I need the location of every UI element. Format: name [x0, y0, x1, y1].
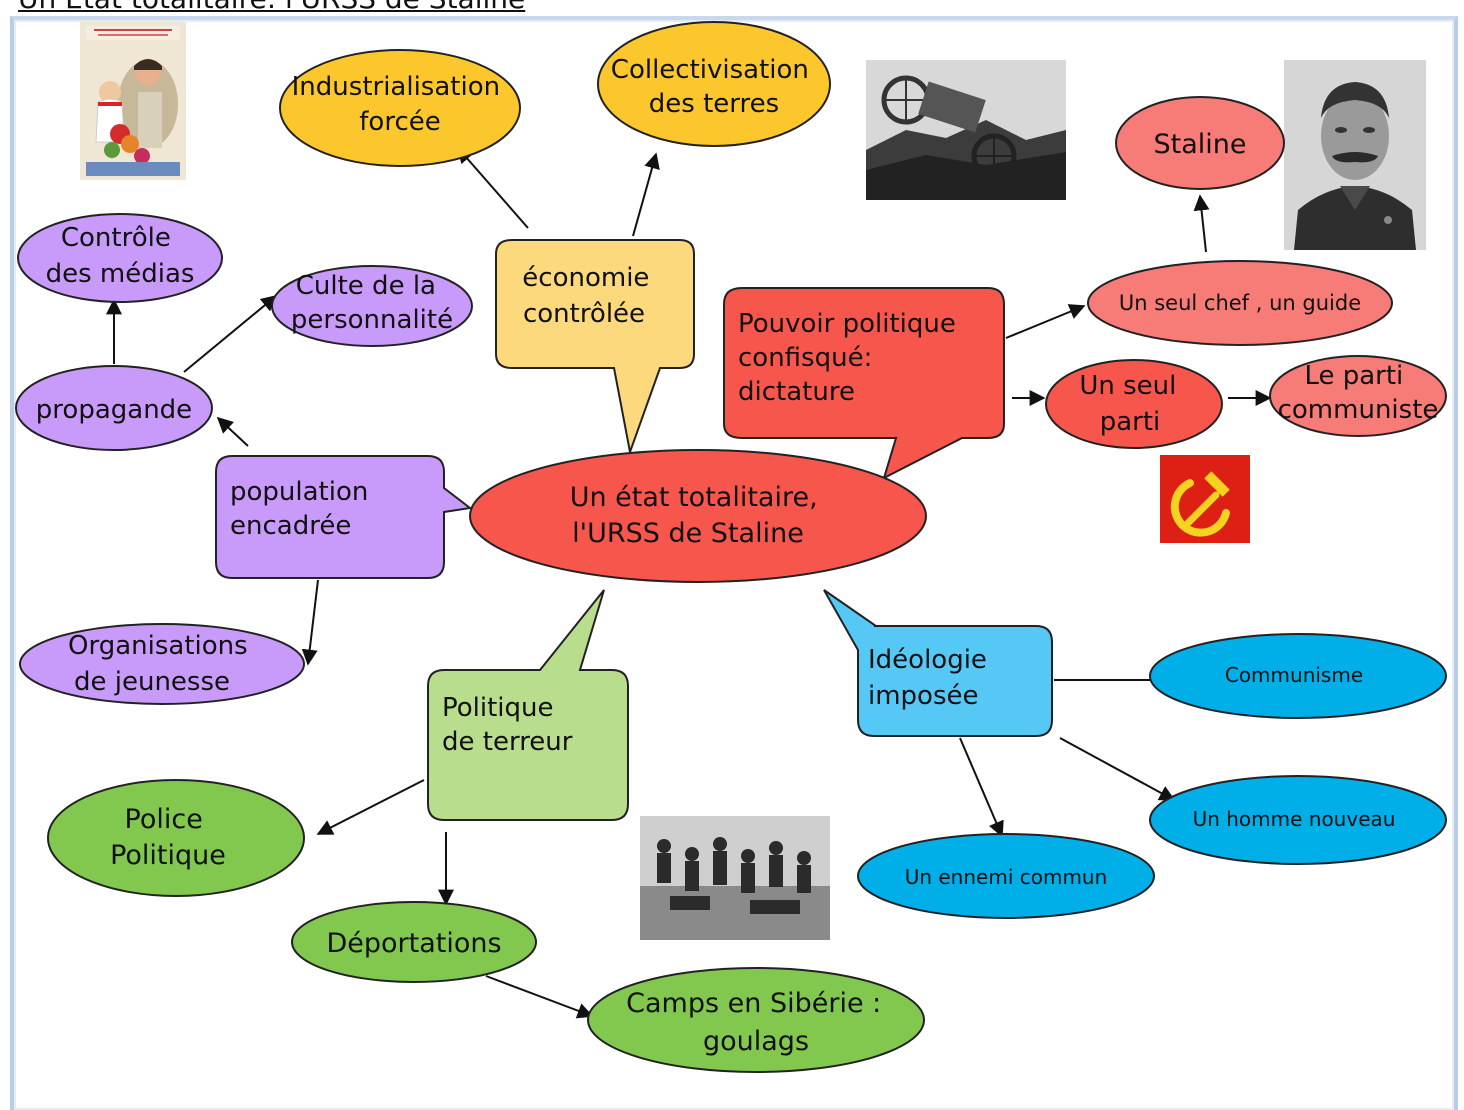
deportations-label: Déportations	[326, 928, 501, 959]
chef-label: Un seul chef , un guide	[1119, 291, 1361, 315]
terreur-hub-line1: Politique	[442, 693, 554, 723]
camps-line2: goulags	[703, 1026, 809, 1057]
callout-terreur	[427, 589, 629, 821]
svg-text:Organisations de jeunesse: Organisations de jeunesse	[68, 631, 256, 697]
svg-text:Camps en Sibérie : goulags: Camps en Sibérie : goulags	[626, 988, 890, 1057]
homme-label: Un homme nouveau	[1193, 807, 1396, 831]
callout-population	[215, 455, 473, 579]
culte-line1: Culte de la	[296, 271, 436, 301]
politics-hub-line1: Pouvoir politique	[738, 309, 956, 339]
population-hub-line2: encadrée	[230, 511, 351, 541]
propagande-label: propagande	[36, 395, 192, 425]
arrow-chef-staline	[1193, 194, 1210, 253]
industrialisation-line1: Industrialisation	[292, 72, 500, 102]
ideologie-hub-line2: imposée	[868, 681, 979, 711]
header-fragment-strip: Un État totalitaire: l'URSS de Staline	[0, 0, 1464, 14]
arrow-politics-chef	[1005, 304, 1086, 339]
industrialisation-line2: forcée	[359, 107, 440, 137]
politics-hub-line2: confisqué:	[738, 343, 872, 373]
svg-text:Le parti communiste: Le parti communiste	[1278, 361, 1439, 425]
center-line1: Un état totalitaire,	[570, 482, 818, 513]
collectivisation-line2: des terres	[649, 89, 779, 119]
svg-text:Police Politique: Police Politique	[110, 804, 226, 871]
svg-text:Idéologie imposée: Idéologie imposée	[868, 645, 995, 711]
node-staline	[1115, 96, 1285, 190]
parti-line1: Un seul	[1079, 371, 1176, 401]
node-industrialisation	[279, 49, 521, 167]
parti-line2: parti	[1100, 407, 1161, 437]
node-camps	[587, 967, 925, 1073]
politics-hub-line3: dictature	[738, 377, 855, 407]
node-center	[469, 449, 927, 583]
svg-text:Pouvoir politique confisqu: Pouvoir politique confisqué: dictature	[738, 309, 964, 407]
node-collectivisation	[597, 21, 831, 147]
arrow-economy-industrialisation	[456, 146, 529, 229]
node-homme	[1149, 775, 1447, 865]
communiste-line2: communiste	[1278, 395, 1439, 425]
callout-politics	[723, 287, 1005, 480]
police-line2: Politique	[110, 840, 226, 871]
tractor-photo	[866, 60, 1066, 200]
medias-line1: Contrôle	[61, 223, 171, 253]
arrow-economy-collectivisation	[632, 152, 660, 237]
svg-text:Industrialisation forcée: Industrialisation forcée	[292, 72, 509, 137]
staline-portrait-photo	[1284, 60, 1426, 250]
node-communisme	[1149, 633, 1447, 719]
svg-text:Contrôle des médias: Contrôle des médias	[46, 223, 195, 289]
svg-text:Culte de la personnalité: Culte de la personnalité	[291, 271, 453, 335]
collectivisation-line1: Collectivisation	[611, 55, 809, 85]
node-culte	[271, 265, 473, 347]
jeunesse-line2: de jeunesse	[74, 667, 230, 697]
node-jeunesse	[19, 623, 305, 705]
callout-economy	[495, 239, 695, 456]
svg-text:Un état totalitaire, l'URS: Un état totalitaire, l'URSS de Staline	[570, 482, 827, 549]
economy-hub-line2: contrôlée	[523, 299, 645, 329]
node-police	[47, 779, 305, 897]
callout-ideologie	[823, 589, 1053, 737]
communisme-label: Communisme	[1225, 663, 1363, 687]
jeunesse-line1: Organisations	[68, 631, 248, 661]
header-fragment: Un État totalitaire: l'URSS de Staline	[18, 0, 525, 14]
propaganda-poster-image	[80, 22, 186, 180]
arrow-ideologie-homme	[1059, 737, 1176, 801]
svg-text:population encadrée: population encadrée	[230, 477, 377, 541]
medias-line2: des médias	[46, 259, 195, 289]
arrow-terreur-police	[316, 779, 425, 835]
staline-label: Staline	[1154, 129, 1247, 160]
communiste-line1: Le parti	[1304, 361, 1403, 391]
node-chef	[1087, 260, 1393, 346]
terreur-hub-line2: de terreur	[442, 727, 573, 757]
node-medias	[17, 213, 223, 303]
hammer-sickle-flag-icon	[1160, 455, 1250, 543]
svg-text:économie contrôlée: économie contrôlée	[522, 263, 657, 329]
node-ennemi	[857, 833, 1155, 919]
node-communiste	[1269, 355, 1447, 437]
svg-text:Politique de terreur: Politique de terreur	[442, 693, 573, 757]
arrow-ideologie-ennemi	[959, 737, 1004, 838]
economy-hub-line1: économie	[522, 263, 649, 293]
ennemi-label: Un ennemi commun	[905, 865, 1108, 889]
camps-line1: Camps en Sibérie :	[626, 988, 881, 1019]
node-deportations	[291, 901, 537, 983]
population-hub-line1: population	[230, 477, 368, 507]
connectors	[106, 146, 1272, 1019]
node-propagande	[15, 365, 213, 451]
arrow-propagande-culte	[183, 294, 278, 373]
goulag-prisoners-photo	[640, 816, 830, 940]
culte-line2: personnalité	[291, 305, 453, 335]
center-line2: l'URSS de Staline	[572, 518, 804, 549]
arrow-population-propagande	[216, 416, 249, 447]
svg-text:Un seul parti: Un seul parti	[1079, 371, 1184, 437]
arrow-deportations-camps	[485, 975, 594, 1019]
ideologie-hub-line1: Idéologie	[868, 645, 987, 675]
arrow-population-jeunesse	[301, 579, 319, 666]
svg-text:Collectivisation des terre: Collectivisation des terres	[611, 55, 817, 119]
node-parti	[1045, 359, 1223, 449]
police-line1: Police	[125, 804, 203, 835]
